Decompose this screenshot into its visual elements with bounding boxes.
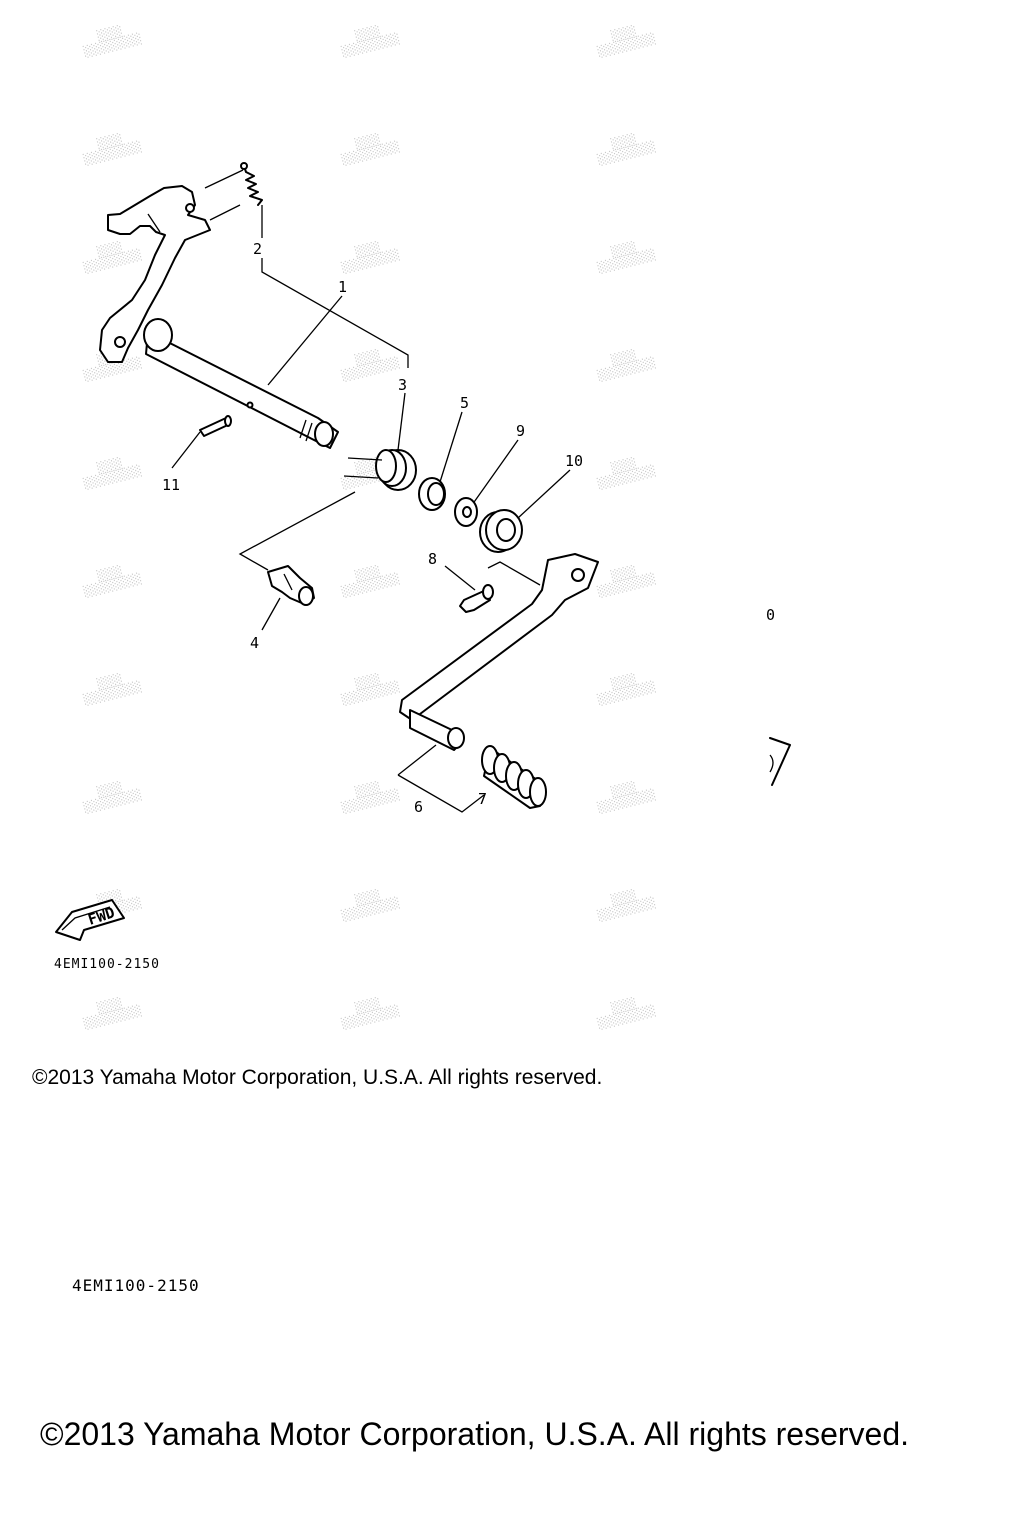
leader-lines [171,169,571,813]
cropped-edge-curve [769,754,774,773]
callout-1: 1 [338,278,347,296]
fwd-arrow-icon [55,899,125,941]
part-4-bolt [267,565,315,606]
edge-fragment-text: 0 [766,606,775,624]
part-8-bolt [459,584,494,613]
part-9-washer [454,497,478,527]
callout-3: 3 [398,376,407,394]
callout-4: 4 [250,634,259,652]
part-5-collar [418,477,446,511]
callout-5: 5 [460,394,469,412]
callout-2: 2 [253,240,262,258]
callout-9: 9 [516,422,525,440]
callout-7: 7 [478,790,487,808]
part-10-oil-seal [479,509,523,553]
part-3-torsion-spring [343,449,417,491]
diagram-code-large: 4EMI100-2150 [72,1276,200,1295]
part-2-spring [240,162,263,206]
copyright-large: ©2013 Yamaha Motor Corporation, U.S.A. A… [40,1416,910,1452]
callout-6: 6 [414,798,423,816]
cropped-edge-shape [769,737,791,786]
copyright-small: ©2013 Yamaha Motor Corporation, U.S.A. A… [32,1066,603,1089]
exploded-parts-diagram: FWD 1 2 3 4 5 6 7 8 9 10 11 0 [55,162,791,941]
callout-10: 10 [565,452,583,470]
diagram-code-small: 4EMI100-2150 [54,957,160,972]
part-7-pedal-rubber [481,745,547,809]
part-1-shift-shaft [99,185,339,449]
part-11-dowel-pin [199,415,232,437]
callout-8: 8 [428,550,437,568]
part-6-shift-pedal [399,553,599,751]
callout-11: 11 [162,476,180,494]
